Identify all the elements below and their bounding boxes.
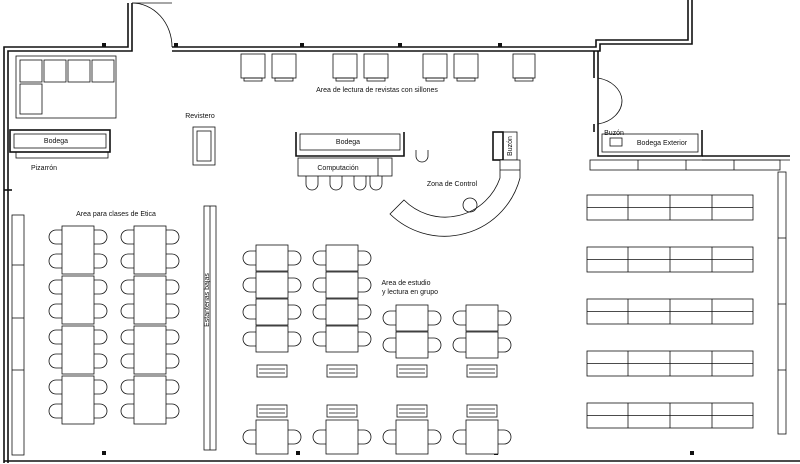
right-shelving — [589, 159, 787, 435]
ethics-table-column-1 — [48, 225, 108, 425]
estanterias-label: Estanterias bajas — [204, 273, 211, 327]
blackboard — [11, 214, 25, 456]
bench — [466, 364, 498, 378]
buzon-vertical-label: Buzón — [507, 136, 514, 156]
ethics-table — [133, 225, 167, 275]
study-table-group — [312, 244, 372, 378]
study-table-group — [452, 304, 512, 378]
wall-pillars — [102, 43, 694, 455]
corner-sofa — [15, 55, 117, 119]
study-table — [255, 325, 289, 353]
study-table — [255, 244, 289, 272]
control-counter — [389, 150, 521, 237]
bench — [396, 404, 428, 418]
bodega-center-label: Bodega — [336, 139, 360, 146]
main-door — [131, 2, 173, 48]
study-table-bottom — [452, 404, 512, 455]
study-table — [465, 304, 499, 332]
bodega-left-label: Bodega — [44, 138, 68, 145]
study-table-group — [242, 244, 302, 378]
study-table — [325, 325, 359, 353]
revistero — [192, 126, 216, 166]
bench — [466, 404, 498, 418]
ethics-table-column-2 — [120, 225, 180, 425]
ethics-tables — [48, 225, 180, 425]
study-table — [255, 271, 289, 299]
buzon-label: Buzón — [604, 130, 624, 137]
ethics-table — [133, 375, 167, 425]
study-table — [465, 331, 499, 359]
zona-control-label: Zona de Control — [427, 181, 478, 188]
armchairs — [240, 53, 536, 82]
bookshelf-rows — [586, 194, 754, 429]
study-area-label-1: Area de estudio — [381, 280, 430, 287]
study-table — [325, 298, 359, 326]
revistero-label: Revistero — [185, 113, 215, 120]
study-table-bottom — [382, 404, 442, 455]
study-table — [325, 419, 359, 455]
low-shelves — [203, 205, 217, 451]
study-table-bottom — [312, 404, 372, 455]
study-table — [465, 419, 499, 455]
study-table-bottom — [242, 404, 302, 455]
outer-walls — [3, 0, 800, 463]
magazine-area-label: Area de lectura de revistas con sillones — [316, 87, 438, 94]
study-area-label-2: y lectura en grupo — [382, 289, 438, 296]
ethics-table — [61, 375, 95, 425]
study-table — [395, 331, 429, 359]
bodega-center — [295, 132, 405, 157]
study-table — [255, 419, 289, 455]
bookshelf-row-1 — [586, 194, 754, 221]
study-table — [395, 304, 429, 332]
bodega-exterior-label: Bodega Exterior — [637, 140, 688, 147]
bookshelf-row-3 — [586, 298, 754, 325]
study-table — [395, 419, 429, 455]
ethics-table — [61, 325, 95, 375]
bookshelf-row-5 — [586, 402, 754, 429]
bench — [326, 364, 358, 378]
bench — [256, 364, 288, 378]
bookshelf-row-4 — [586, 350, 754, 377]
ethics-table — [61, 225, 95, 275]
bookshelf-row-2 — [586, 246, 754, 273]
study-table — [325, 271, 359, 299]
bodega-left — [9, 129, 111, 159]
pizarron-label: Pizarrón — [31, 165, 57, 172]
computer-desk — [297, 157, 393, 191]
study-tables — [242, 244, 512, 455]
bodega-exterior — [597, 130, 790, 161]
bench — [326, 404, 358, 418]
bench — [396, 364, 428, 378]
bench — [256, 404, 288, 418]
side-door — [597, 77, 623, 125]
study-table — [325, 244, 359, 272]
study-table-group — [382, 304, 442, 378]
ethics-area-label: Area para clases de Etica — [76, 211, 156, 218]
ethics-table — [61, 275, 95, 325]
ethics-table — [133, 275, 167, 325]
computacion-label: Computación — [317, 165, 358, 172]
study-table — [255, 298, 289, 326]
ethics-table — [133, 325, 167, 375]
